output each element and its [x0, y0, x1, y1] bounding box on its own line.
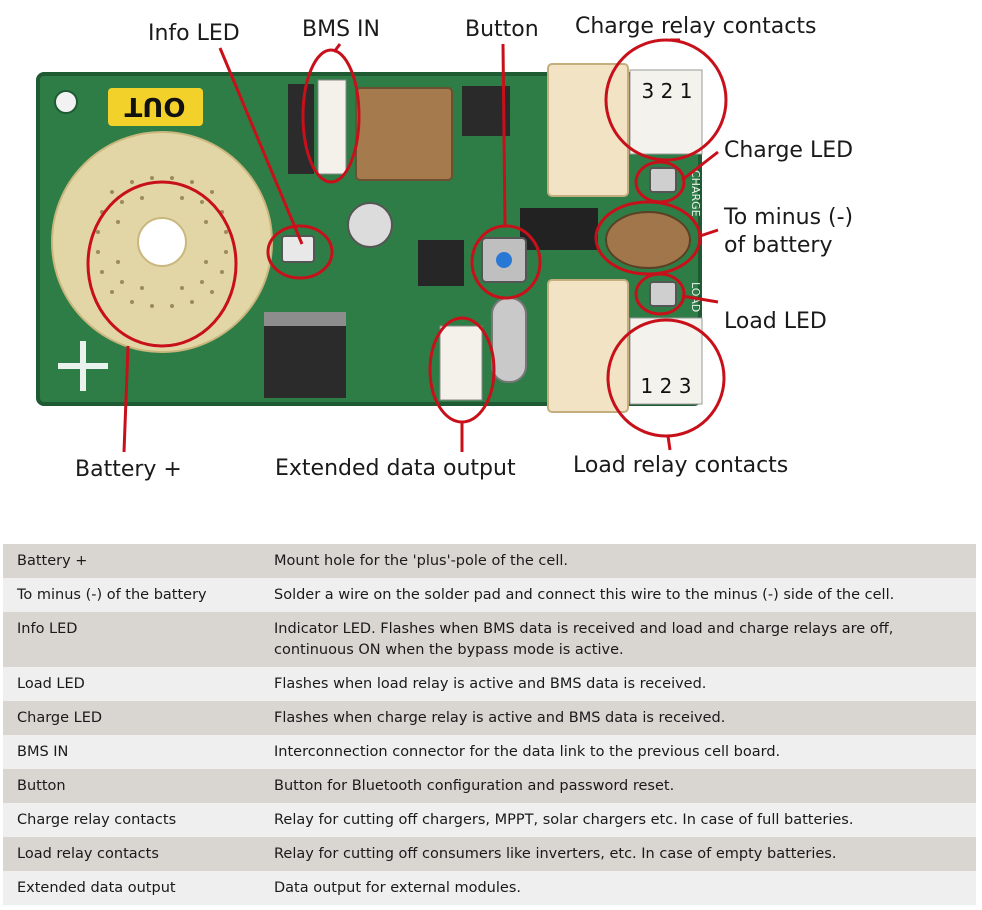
load-relay-marker: [606, 318, 726, 438]
ic-row: [520, 208, 598, 250]
callout-info-led: Info LED: [148, 21, 240, 46]
charge-silk: CHARGE: [689, 170, 702, 217]
capacitor: [347, 202, 393, 248]
legend-label: BMS IN: [17, 744, 69, 760]
legend-row: Button Button for Bluetooth configuration…: [3, 769, 976, 803]
legend-row: Battery + Mount hole for the 'plus'-pole …: [3, 544, 976, 578]
legend-row: BMS IN Interconnection connector for the …: [3, 735, 976, 769]
microcontroller: [418, 240, 464, 286]
legend-row: Load relay contacts Relay for cutting off…: [3, 837, 976, 871]
leader-button: [501, 43, 507, 227]
legend-description: Solder a wire on the solder pad and conn…: [274, 587, 895, 603]
leader-bms-in: [332, 43, 342, 53]
callout-button: Button: [465, 17, 539, 42]
callout-load-led: Load LED: [724, 309, 827, 334]
extended-data-connector: [439, 325, 483, 401]
config-button-cap: [496, 252, 512, 268]
legend-label: Battery +: [17, 553, 88, 569]
button-marker: [470, 224, 542, 300]
load-led: [649, 281, 677, 307]
minus-pad-marker: [594, 200, 702, 276]
legend-label: Load relay contacts: [17, 846, 159, 862]
out-label: [108, 88, 203, 126]
leader-battery-plus: [122, 345, 130, 453]
leader-charge-led: [681, 150, 719, 182]
legend-row: To minus (-) of the battery Solder a wire…: [3, 578, 976, 612]
load-led-marker: [634, 272, 686, 316]
callout-charge-led: Charge LED: [724, 138, 853, 163]
legend-description: Indicator LED. Flashes when BMS data is …: [274, 621, 894, 658]
legend-row: Charge LED Flashes when charge relay is a…: [3, 701, 976, 735]
legend-row: Extended data output Data output for exte…: [3, 871, 976, 905]
legend-description: Flashes when charge relay is active and …: [274, 710, 726, 726]
bms-in-marker: [301, 48, 361, 184]
leader-minus: [699, 228, 719, 238]
legend-label: Charge LED: [17, 710, 103, 726]
charge-relay: [547, 63, 629, 197]
leader-load-relay: [666, 435, 672, 451]
legend-description: Mount hole for the 'plus'-pole of the ce…: [274, 553, 568, 569]
pad-dot-grid: [96, 176, 228, 308]
callout-battery-plus: Battery +: [75, 457, 182, 482]
info-led-marker: [266, 224, 334, 280]
legend-row: Charge relay contacts Relay for cutting o…: [3, 803, 976, 837]
charge-relay-terminal: [629, 69, 703, 155]
plus-silkscreen: [58, 341, 108, 391]
legend-body: Battery + Mount hole for the 'plus'-pole …: [3, 544, 976, 905]
mount-hole: [54, 90, 78, 114]
bms-in-connector: [317, 79, 347, 175]
legend-label: Button: [17, 778, 66, 794]
legend-description: Button for Bluetooth configuration and p…: [274, 778, 675, 794]
voltage-regulator-tab: [264, 312, 346, 326]
ic-chip-top: [462, 86, 510, 136]
leader-info-led: [218, 47, 304, 245]
load-relay-terminal: [629, 317, 703, 405]
out-label-text: OUT: [124, 91, 185, 121]
callout-bms-in: BMS IN: [302, 17, 380, 42]
info-led: [281, 235, 315, 263]
board-diagram: OUT 3 2 1 CHARGE 1 2: [36, 14, 853, 482]
bluetooth-module: [355, 87, 453, 181]
legend-label: Load LED: [17, 676, 85, 692]
battery-plus-hole: [137, 217, 187, 267]
charge-relay-marker: [604, 38, 728, 162]
legend-label: Info LED: [17, 621, 78, 637]
legend-description: Relay for cutting off chargers, MPPT, so…: [274, 812, 854, 828]
voltage-regulator: [264, 312, 346, 398]
legend-table: Battery + Mount hole for the 'plus'-pole …: [3, 544, 976, 905]
charge-pin-numbers: 3 2 1: [642, 79, 693, 103]
crystal: [491, 297, 527, 383]
callout-to-minus-line1: To minus (-): [723, 205, 853, 230]
legend-row: Load LED Flashes when load relay is activ…: [3, 667, 976, 701]
legend-label: Charge relay contacts: [17, 812, 177, 828]
legend-description: Interconnection connector for the data l…: [274, 744, 781, 760]
load-pin-numbers: 1 2 3: [641, 374, 692, 398]
legend-description: Data output for external modules.: [274, 880, 521, 896]
legend-description: Relay for cutting off consumers like inv…: [274, 846, 837, 862]
legend-label: Extended data output: [17, 880, 176, 896]
leader-load-led: [681, 294, 719, 304]
battery-plus-marker: [86, 180, 238, 348]
callout-extended-data-output: Extended data output: [275, 456, 516, 481]
callout-to-minus-line2: of battery: [724, 233, 833, 258]
legend-description: Flashes when load relay is active and BM…: [274, 676, 707, 692]
minus-solder-pad: [605, 211, 691, 269]
charge-led: [649, 167, 677, 193]
callout-load-relay-contacts: Load relay contacts: [573, 453, 788, 478]
legend-row: Info LED Indicator LED. Flashes when BMS …: [3, 612, 976, 667]
callout-charge-relay-contacts: Charge relay contacts: [575, 14, 816, 39]
legend-label: To minus (-) of the battery: [17, 587, 207, 603]
